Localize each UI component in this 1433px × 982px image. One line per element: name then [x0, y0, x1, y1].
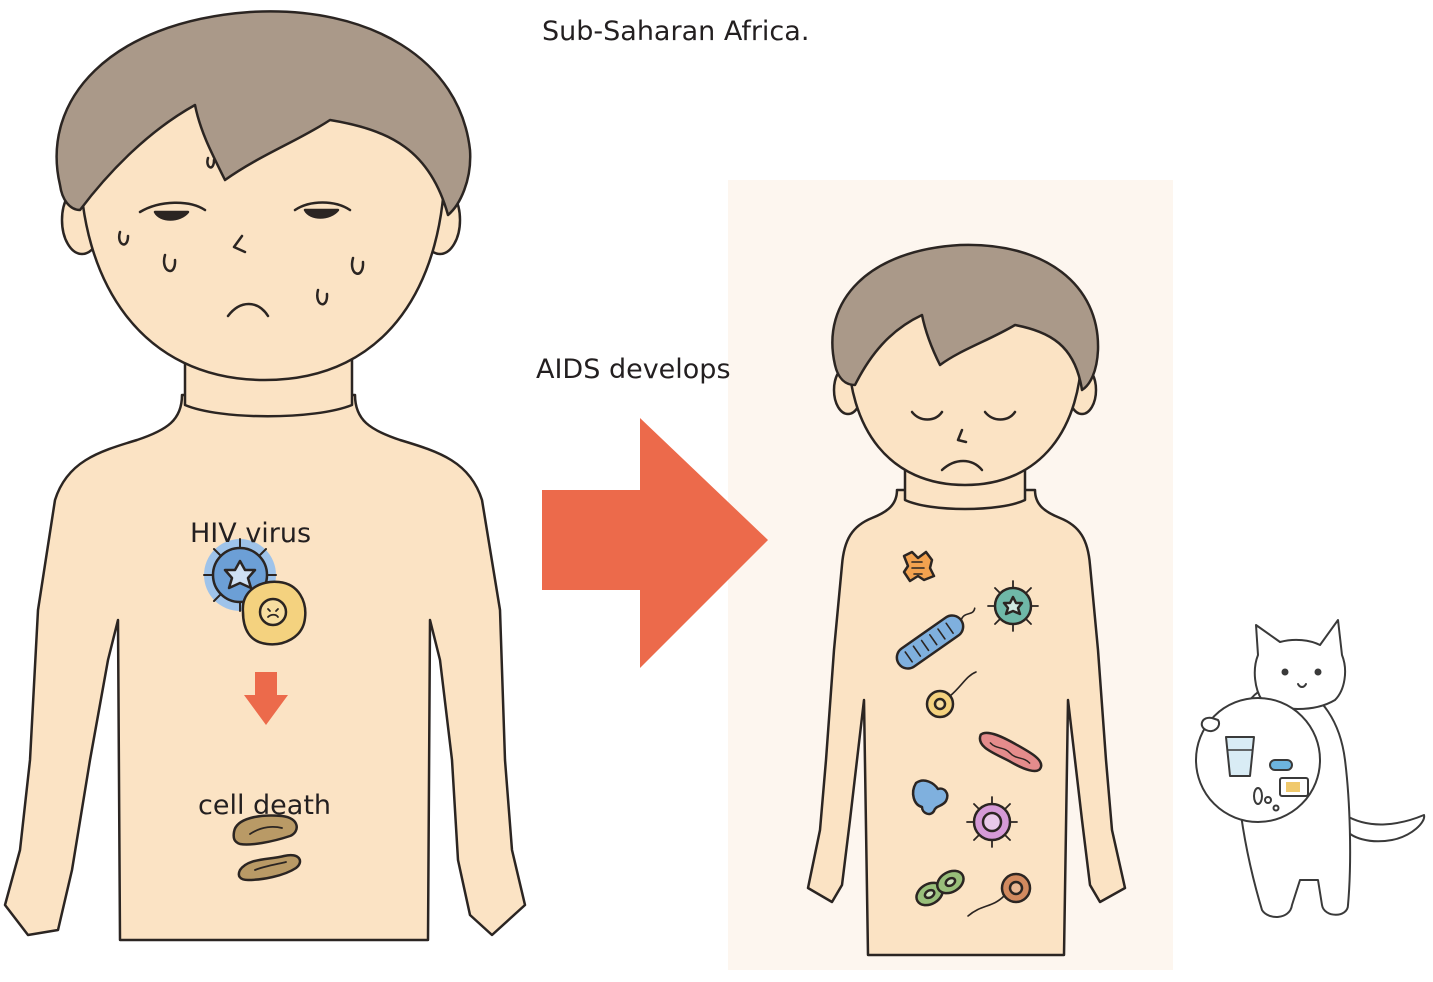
- hiv-virus-label: HIV virus: [190, 520, 311, 547]
- cup-icon: [1226, 737, 1254, 776]
- tablet-icon-3: [1274, 806, 1279, 811]
- cat-eye-left: [1283, 670, 1288, 675]
- orange-germ-icon: [904, 552, 934, 581]
- tablet-icon-2: [1265, 797, 1271, 803]
- cat-with-tray-figure: [1196, 620, 1424, 917]
- teal-virus-icon: [988, 581, 1038, 631]
- cat-head: [1255, 620, 1345, 709]
- tablet-icon-1: [1254, 788, 1262, 804]
- aids-develops-label: AIDS develops: [536, 356, 731, 383]
- caption-fragment: Sub-Saharan Africa.: [542, 18, 809, 45]
- infected-cell-icon: [243, 582, 305, 645]
- cat-eye-right: [1316, 670, 1321, 675]
- purple-virus-icon: [967, 797, 1017, 847]
- cat-tail: [1345, 815, 1424, 841]
- cat-paw-left: [1202, 718, 1219, 731]
- cell-death-label: cell death: [198, 792, 331, 819]
- pill-icon: [1270, 760, 1292, 770]
